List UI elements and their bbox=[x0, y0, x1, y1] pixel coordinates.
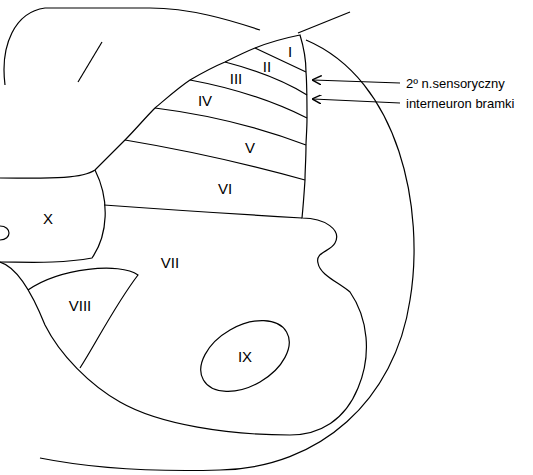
lamina-boundary bbox=[155, 108, 306, 145]
grey-matter-outline bbox=[0, 35, 366, 435]
white-matter-outline bbox=[40, 40, 414, 471]
dorsal-root bbox=[298, 12, 350, 33]
leader-arrow bbox=[313, 99, 400, 103]
lamina-number: VII bbox=[161, 255, 179, 270]
lamina-boundary bbox=[0, 170, 105, 262]
lamina-number: VI bbox=[218, 181, 232, 196]
lamina-boundary bbox=[255, 48, 306, 72]
leader-arrow bbox=[313, 80, 400, 83]
lamina-number: IV bbox=[198, 93, 212, 108]
lamina-boundary bbox=[125, 140, 305, 180]
lamina-number: II bbox=[263, 59, 271, 74]
lamina-boundary bbox=[188, 306, 301, 406]
lamina-number: IX bbox=[238, 349, 252, 364]
callout-label: 2º n.sensoryczny bbox=[406, 77, 505, 90]
lamina-number: I bbox=[288, 44, 292, 59]
dorsal-septum bbox=[78, 42, 102, 82]
lamina-number: III bbox=[230, 71, 243, 86]
lamina-number: VIII bbox=[69, 298, 92, 313]
callout-label: interneuron bramki bbox=[406, 97, 514, 110]
white-matter-outline bbox=[4, 8, 260, 85]
central-canal bbox=[0, 226, 9, 240]
lamina-number: X bbox=[43, 211, 53, 226]
lamina-boundary bbox=[104, 205, 302, 218]
lamina-boundary bbox=[28, 268, 138, 368]
lamina-boundary bbox=[190, 80, 307, 118]
lamina-number: V bbox=[245, 140, 255, 155]
